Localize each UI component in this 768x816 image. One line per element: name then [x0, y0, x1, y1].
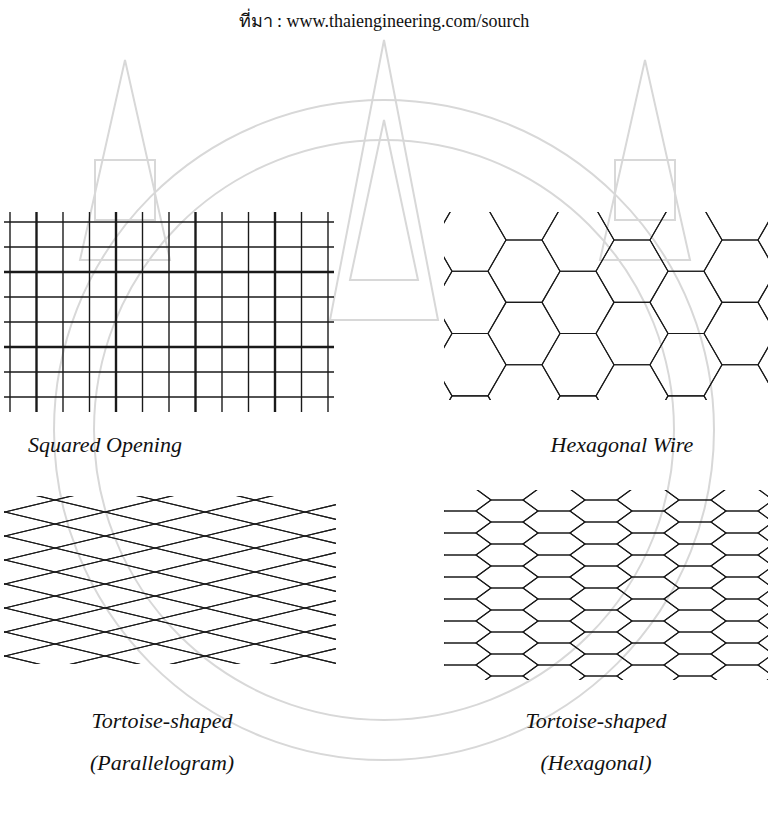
mesh-caption: Tortoise-shaped (Hexagonal) — [496, 700, 696, 784]
square-mesh — [4, 212, 334, 412]
watermark-emblem — [54, 40, 714, 760]
mesh-caption: Tortoise-shaped (Parallelogram) — [62, 700, 262, 784]
source-note: ที่มา : www.thaiengineering.com/sourch — [124, 4, 644, 38]
hexagonal-mesh — [444, 212, 768, 400]
parallelogram-mesh — [4, 496, 336, 664]
mesh-caption: Squared Opening — [0, 424, 220, 466]
elongated-hexagon-mesh — [444, 490, 768, 680]
mesh-caption: Hexagonal Wire — [497, 424, 747, 466]
